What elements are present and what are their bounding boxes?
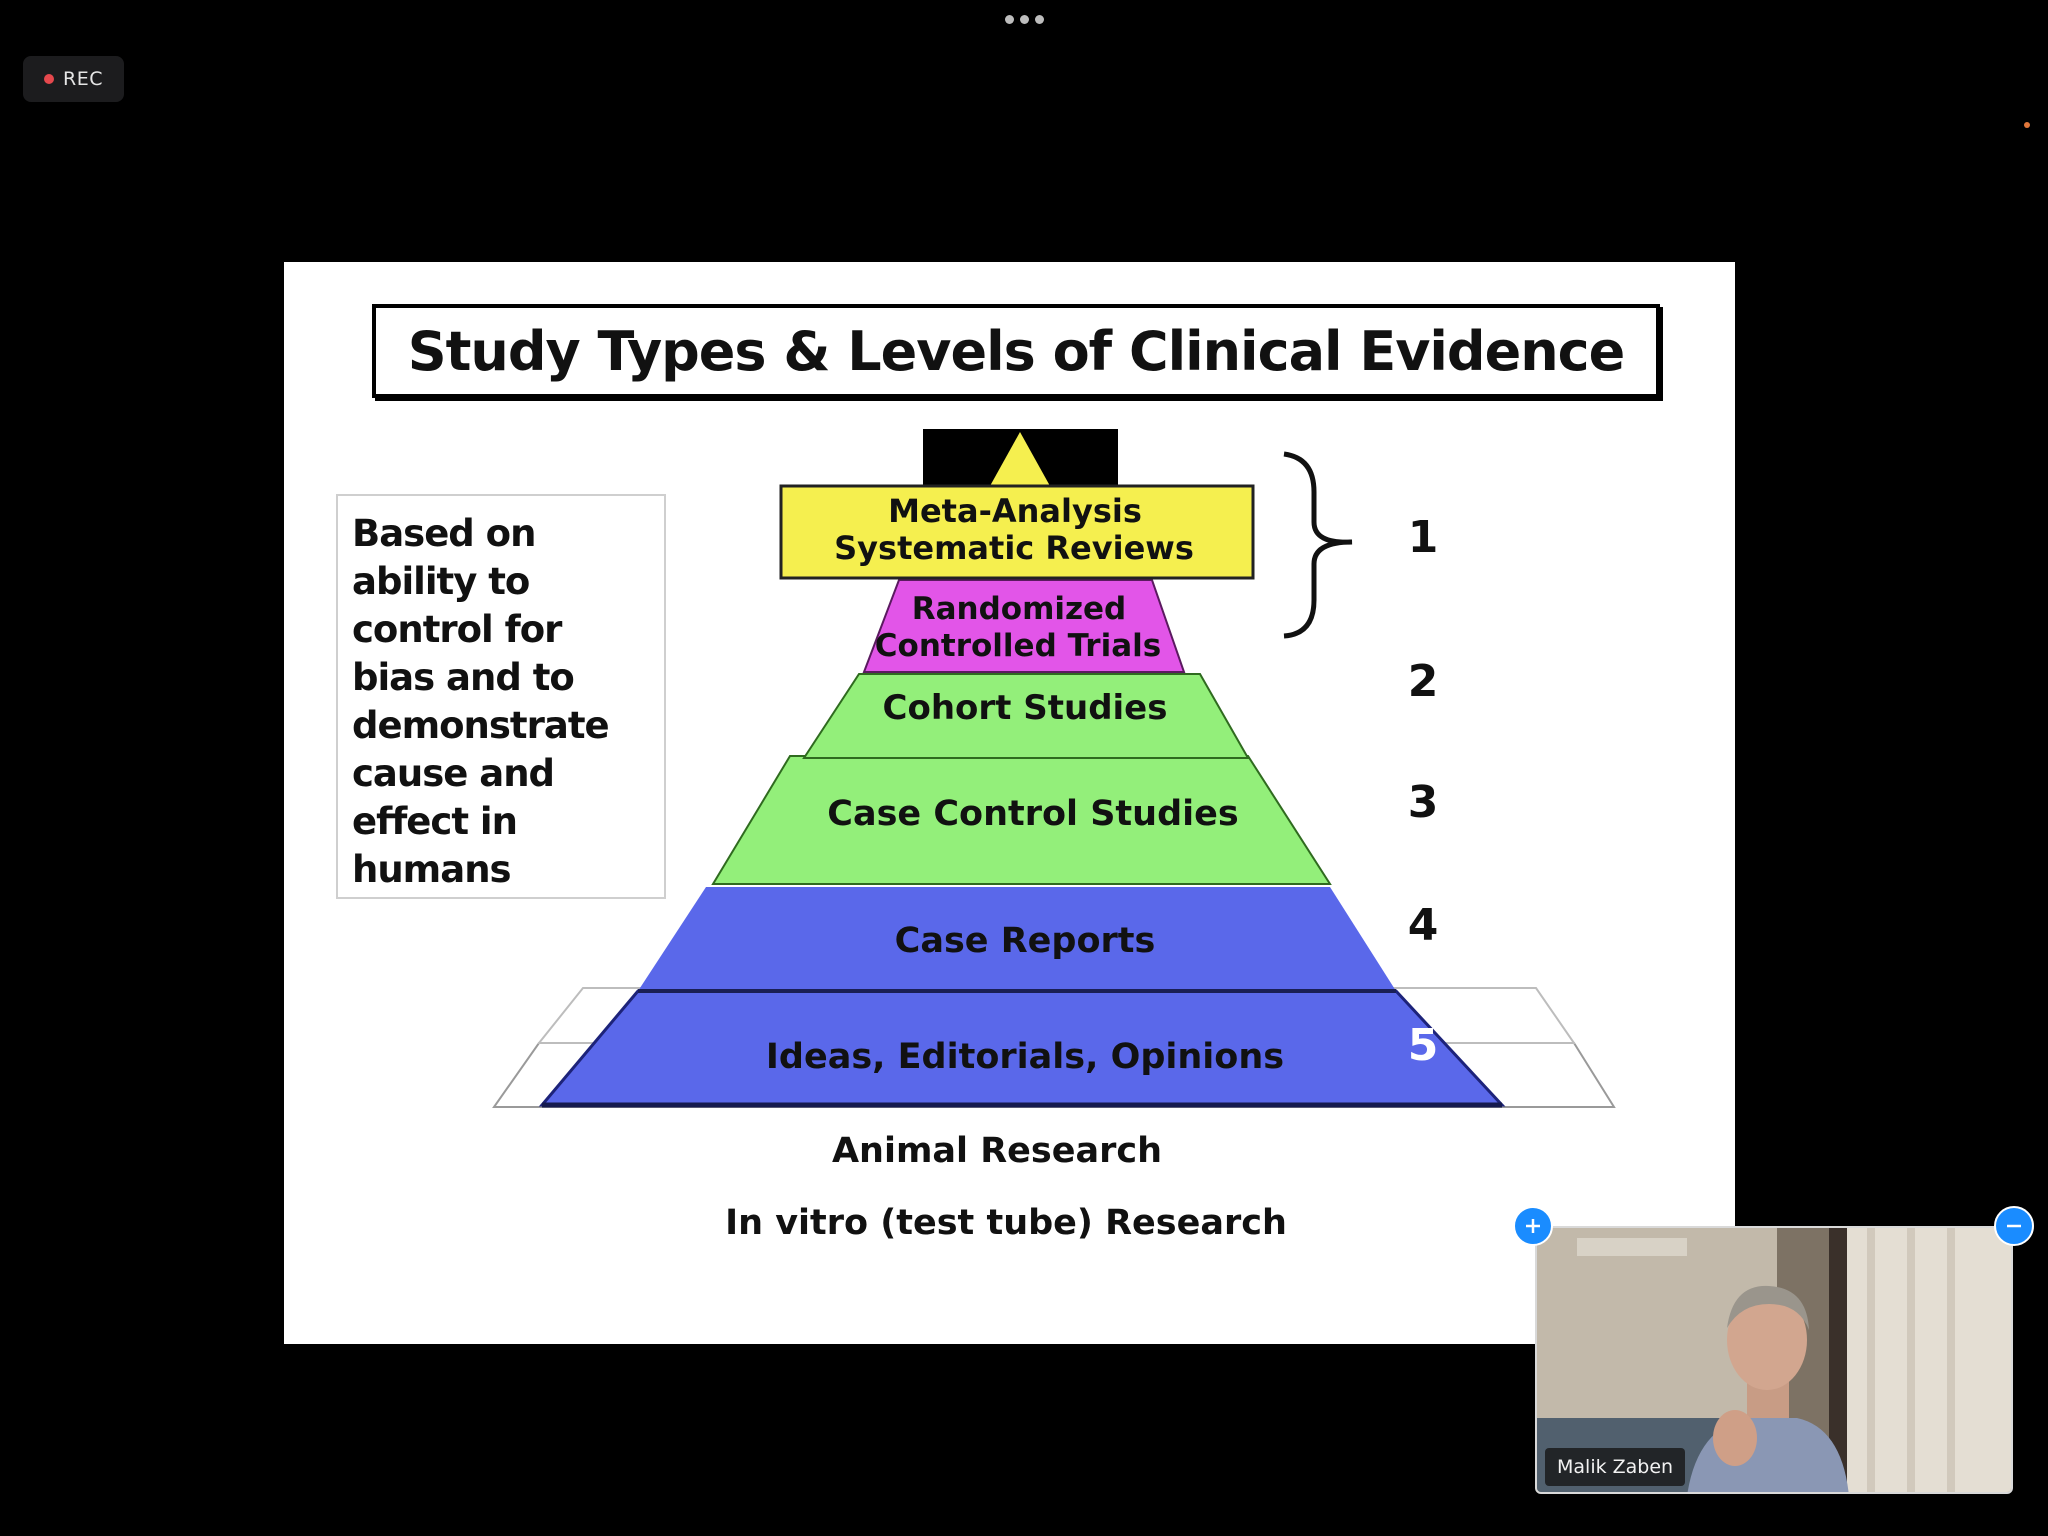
side-note-line: humans [352, 848, 512, 891]
enlarge-video-button[interactable] [1513, 1206, 1553, 1246]
level-number: 3 [1408, 777, 1439, 828]
recording-badge[interactable]: REC [23, 56, 124, 102]
side-note-line: Based on [352, 512, 536, 555]
side-note-line: cause and [352, 752, 555, 795]
slide-title-box: Study Types & Levels of Clinical Evidenc… [372, 304, 1660, 398]
tier-label: Cohort Studies [883, 688, 1168, 728]
participant-name-tag: Malik Zaben [1545, 1448, 1686, 1486]
minus-icon [2007, 1224, 2021, 1228]
shrink-video-button[interactable] [1994, 1206, 2034, 1246]
tier-cohort [802, 673, 1250, 759]
tier-label: Animal Research [832, 1131, 1162, 1171]
evidence-pyramid: Meta-Analysis Systematic Reviews Randomi… [492, 429, 1616, 1243]
side-note-line: effect in [352, 800, 518, 843]
bracket-icon [1283, 451, 1353, 639]
participant-video-tile[interactable]: Malik Zaben [1535, 1226, 2013, 1494]
tier-label: Randomized [912, 591, 1127, 627]
side-note-line: control for [352, 608, 562, 651]
side-note-line: bias and to [352, 656, 575, 699]
tier-label: Case Reports [895, 921, 1156, 961]
shared-slide: Study Types & Levels of Clinical Evidenc… [284, 262, 1735, 1344]
tier-case-reports [638, 887, 1396, 991]
side-note-line: ability to [352, 560, 530, 603]
tier-label: Case Control Studies [827, 794, 1238, 834]
tier-meta-analysis [779, 484, 1255, 580]
side-note-box: Based on ability to control for bias and… [336, 494, 666, 899]
slide-title: Study Types & Levels of Clinical Evidenc… [407, 319, 1626, 383]
video-feed [1537, 1228, 2011, 1492]
tier-rct [862, 579, 1186, 673]
side-note-line: demonstrate [352, 704, 610, 747]
tier-label: Meta-Analysis [888, 492, 1142, 530]
tier-label: In vitro (test tube) Research [725, 1203, 1287, 1243]
more-dot [1019, 14, 1029, 24]
tier-label: Systematic Reviews [834, 529, 1194, 567]
plus-icon [1526, 1219, 1540, 1233]
more-dot [1004, 14, 1014, 24]
status-indicator-dot [2024, 122, 2030, 128]
tier-label: Ideas, Editorials, Opinions [766, 1037, 1284, 1077]
more-options-icon[interactable] [1000, 12, 1048, 26]
pyramid-apex [990, 432, 1050, 486]
recording-label: REC [63, 68, 103, 90]
tier-label: Controlled Trials [875, 628, 1161, 664]
level-number: 5 [1408, 1020, 1439, 1071]
level-number: 1 [1408, 512, 1439, 563]
recording-dot-icon [44, 74, 54, 84]
level-number: 2 [1408, 656, 1439, 707]
more-dot [1034, 14, 1044, 24]
level-number: 4 [1408, 900, 1439, 951]
